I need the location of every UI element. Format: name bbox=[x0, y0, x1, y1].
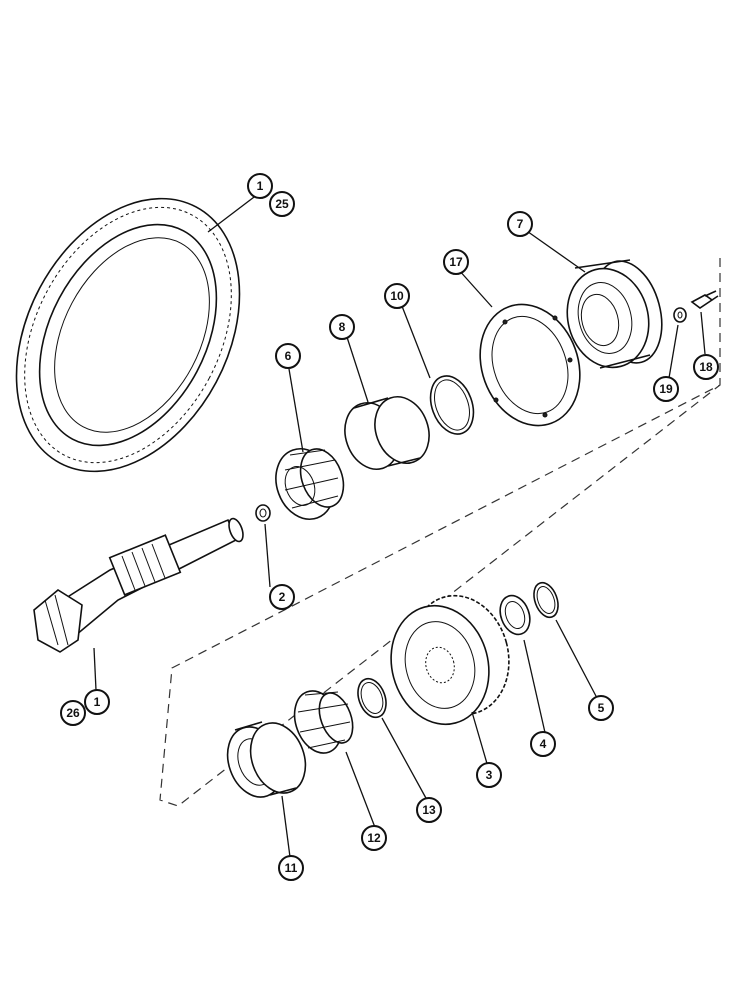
svg-text:4: 4 bbox=[540, 737, 547, 751]
snap-ring-5 bbox=[533, 581, 559, 619]
svg-text:8: 8 bbox=[339, 320, 346, 334]
callout-bearing-cone-6: 6 bbox=[275, 343, 301, 369]
callout-nut-2: 2 bbox=[269, 584, 295, 610]
callout-bearing-cup-11: 11 bbox=[278, 855, 304, 881]
svg-text:11: 11 bbox=[285, 861, 298, 875]
callout-bearing-cone-12: 12 bbox=[361, 825, 387, 851]
callout-gear-3: 3 bbox=[476, 762, 502, 788]
svg-text:12: 12 bbox=[367, 831, 381, 845]
snap-ring-10 bbox=[429, 375, 475, 435]
ring-gear bbox=[15, 197, 241, 473]
pinion-shaft bbox=[33, 517, 244, 653]
callout-snap-ring-5: 5 bbox=[588, 695, 614, 721]
snap-ring-13 bbox=[357, 677, 387, 719]
callout-carrier-7: 7 bbox=[507, 211, 533, 237]
svg-text:3: 3 bbox=[486, 768, 493, 782]
bearing-carrier-7 bbox=[566, 259, 663, 369]
bolt-18 bbox=[690, 290, 719, 309]
helical-gear-3 bbox=[390, 594, 510, 726]
callout-gasket-17: 17 bbox=[443, 249, 469, 275]
svg-text:6: 6 bbox=[285, 349, 292, 363]
callout-snap-ring-10: 10 bbox=[384, 283, 410, 309]
svg-text:2: 2 bbox=[279, 590, 286, 604]
bearing-cone-12 bbox=[293, 690, 354, 754]
spacer-4 bbox=[499, 594, 531, 636]
svg-text:17: 17 bbox=[449, 255, 463, 269]
callout-spacer-4: 4 bbox=[530, 731, 556, 757]
svg-text:25: 25 bbox=[275, 197, 289, 211]
svg-text:1: 1 bbox=[257, 179, 264, 193]
gasket-17 bbox=[479, 303, 581, 427]
svg-text:5: 5 bbox=[598, 701, 605, 715]
leader-lines bbox=[93, 193, 706, 858]
bearing-cone-6 bbox=[275, 448, 345, 520]
svg-text:13: 13 bbox=[422, 803, 436, 817]
svg-text:7: 7 bbox=[517, 217, 524, 231]
callout-bolt-18: 18 bbox=[693, 354, 719, 380]
callout-snap-ring-13: 13 bbox=[416, 797, 442, 823]
callout-pinion-26: 26 bbox=[60, 700, 86, 726]
washer-19 bbox=[673, 307, 687, 323]
callout-washer-19: 19 bbox=[653, 376, 679, 402]
svg-text:1: 1 bbox=[94, 695, 101, 709]
nut bbox=[255, 504, 271, 522]
svg-text:19: 19 bbox=[659, 382, 673, 396]
callout-bearing-cup-8: 8 bbox=[329, 314, 355, 340]
callout-ring-gear-25: 25 bbox=[269, 191, 295, 217]
bearing-cup-8 bbox=[344, 396, 430, 470]
bearing-cup-11 bbox=[226, 721, 307, 798]
callout-pinion-1: 1 bbox=[84, 689, 110, 715]
svg-text:18: 18 bbox=[699, 360, 713, 374]
callout-ring-gear-1: 1 bbox=[247, 173, 273, 199]
svg-text:10: 10 bbox=[390, 289, 404, 303]
svg-text:26: 26 bbox=[66, 706, 80, 720]
